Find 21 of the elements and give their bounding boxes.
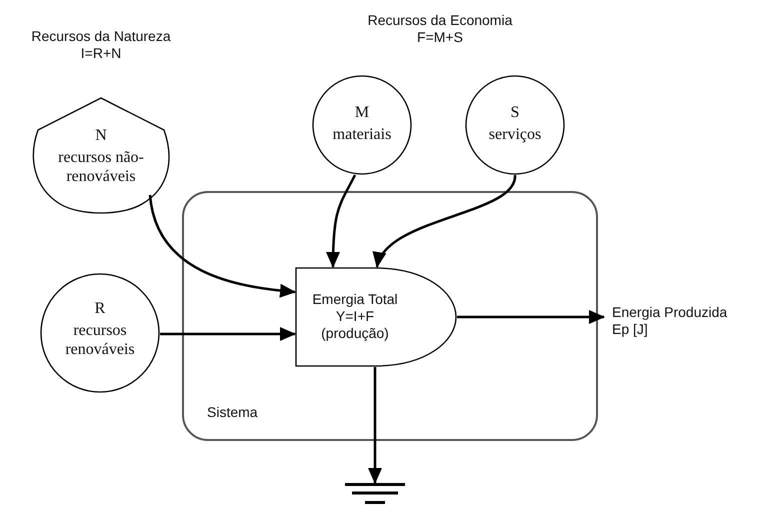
producer-label: Emergia Total Y=I+F (produção) [311,291,399,342]
flow-arrow [160,327,296,341]
symbol-letter: R [94,299,106,318]
resource-label: materiais [332,125,392,144]
flow-arrow [148,194,296,298]
group-heading: I=R+N [80,45,122,62]
flow-arrow [368,367,382,484]
flow-arrow [457,310,605,324]
group-heading: F=M+S [416,29,464,46]
symbol-letter: S [510,103,520,122]
group-heading: Recursos da Natureza [30,28,172,45]
resource-label: serviços [488,125,542,144]
flow-arrow [376,174,516,268]
resource-label: recursos renováveis [64,321,136,359]
flow-arrow [326,174,356,268]
symbol-letter: M [354,103,370,122]
symbol-letter: N [94,126,108,145]
output-label: Energia Produzida Ep [J] [612,304,728,338]
resource-label: recursos não-renováveis [57,148,145,186]
system-label: Sistema [207,404,258,421]
group-heading: Recursos da Economia [366,12,514,29]
